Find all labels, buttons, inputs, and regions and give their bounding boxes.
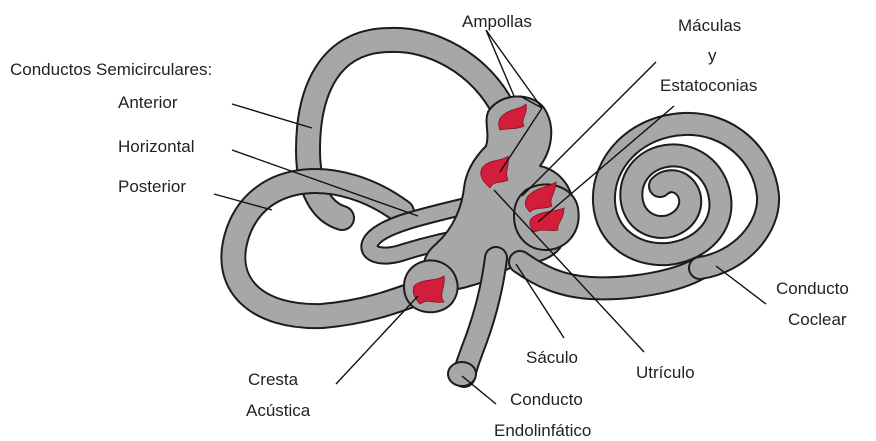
label-utriculo: Utrículo	[636, 363, 695, 382]
label-saculo: Sáculo	[526, 348, 578, 367]
label-maculas-line3: Estatoconias	[660, 76, 757, 95]
label-cresta-line1: Cresta	[248, 370, 299, 389]
label-anterior: Anterior	[118, 93, 178, 112]
label-conducto-coclear-line2: Coclear	[788, 310, 847, 329]
label-maculas-line2: y	[708, 46, 717, 65]
label-cresta-line2: Acústica	[246, 401, 311, 420]
label-endolinfatico-line2: Endolinfático	[494, 421, 591, 440]
label-posterior: Posterior	[118, 177, 186, 196]
leader-conducto-coclear	[716, 266, 766, 304]
endolymphatic-sac	[448, 362, 476, 386]
label-maculas-line1: Máculas	[678, 16, 741, 35]
label-horizontal: Horizontal	[118, 137, 195, 156]
label-ampollas: Ampollas	[462, 12, 532, 31]
label-conducto-coclear-line1: Conducto	[776, 279, 849, 298]
leader-endolinfatico	[462, 376, 496, 404]
label-conductos-semicirculares: Conductos Semicirculares:	[10, 60, 212, 79]
label-endolinfatico-line1: Conducto	[510, 390, 583, 409]
